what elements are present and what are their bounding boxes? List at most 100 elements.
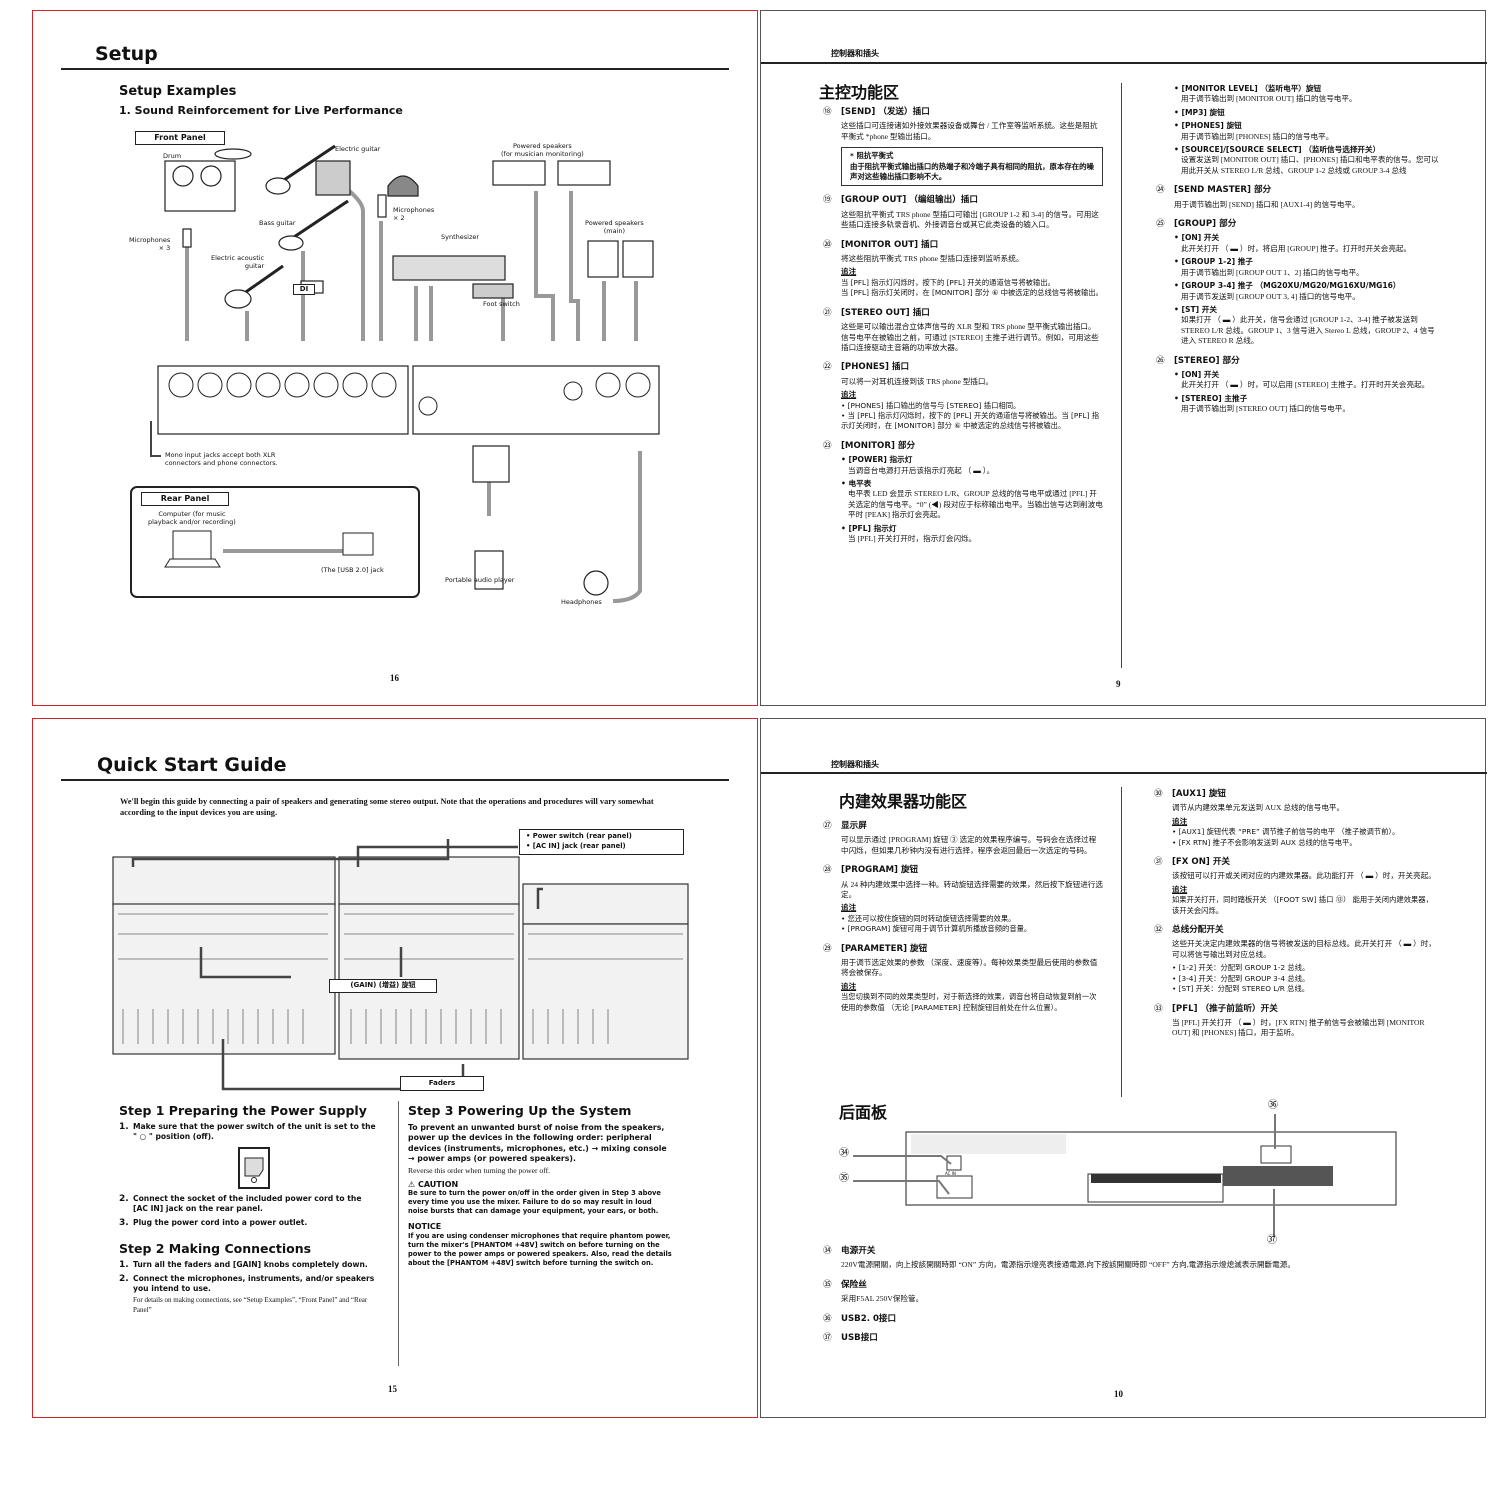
paragraph: 这些开关决定内建效果器的信号将被发送的目标总线。此开关打开 （ ▬ ）时，可以将…	[1172, 939, 1436, 959]
callout-36: ㊱	[1268, 1100, 1278, 1111]
section-number: ㊲	[823, 1333, 832, 1344]
paragraph: 电平表 LED 会显示 STEREO L/R、GROUP 总线的信号电平或通过 …	[848, 489, 1103, 520]
drum-label: Drum	[163, 152, 182, 160]
step1-item: 1.Make sure that the power switch of the…	[119, 1122, 379, 1142]
bullet-heading: [MONITOR LEVEL] （监听电平）旋钮	[1174, 84, 1441, 94]
section-title-text: [STEREO OUT] 插口	[841, 307, 930, 318]
section-title-text: [MONITOR OUT] 插口	[841, 239, 939, 250]
bullet-heading: [GROUP 3-4] 推子 （MG20XU/MG20/MG16XU/MG16）	[1174, 281, 1441, 291]
paragraph: 用于调节输出到 [STEREO OUT] 插口的信号电平。	[1181, 404, 1350, 414]
rear-panel-label: Rear Panel	[141, 492, 229, 506]
power-switch-icon	[238, 1147, 270, 1189]
header-rule	[761, 772, 1487, 774]
note-text: 当 [PFL] 指示灯闪烁时，按下的 [PFL] 开关的通道信号将被输出。	[841, 277, 1055, 287]
usb-jack-label: (The [USB 2.0] jack	[321, 566, 384, 574]
header-rule	[61, 779, 729, 781]
note-box: * 阻抗平衡式由于阻抗平衡式输出插口的热端子和冷端子具有相同的阻抗，原本存在的噪…	[841, 147, 1103, 187]
section-number: ㉔	[1156, 185, 1165, 196]
power-switch-label: • Power switch (rear panel)	[526, 832, 632, 840]
section-title-text: [SEND] （发送）插口	[841, 107, 930, 117]
bullet-heading: [SOURCE]/[SOURCE SELECT] （监听信号选择开关）	[1174, 145, 1441, 155]
paragraph: 从 24 种内建效果中选择一种。转动旋钮选择需要的效果，然后按下旋钮进行选定。	[841, 879, 1103, 900]
section: ⑲[GROUP OUT] （编组输出）插口这些阻抗平衡式 TRS phone 型…	[823, 195, 1103, 230]
section-number: ㉓	[823, 440, 832, 451]
section-title: ⑲[GROUP OUT] （编组输出）插口	[823, 195, 1103, 205]
mono-input-note: Mono input jacks accept both XLR connect…	[165, 451, 278, 467]
column-divider	[1121, 787, 1122, 1097]
section: ㉙[PARAMETER] 旋钮用于调节选定效果的参数 （深度、速度等）。每种效果…	[823, 944, 1103, 1013]
step2-item-text: Connect the microphones, instruments, an…	[133, 1274, 375, 1293]
callout-37: ㊲	[1267, 1235, 1277, 1246]
section-number: ⑲	[823, 195, 832, 206]
section-number: ㉕	[1156, 219, 1165, 230]
section-number: ⑱	[823, 107, 832, 117]
section-title: ㉕ [GROUP] 部分	[1156, 219, 1441, 229]
paragraph: 此开关打开 （ ▬ ）时，将启用 [GROUP] 推子。打开时开关会亮起。	[1181, 243, 1412, 253]
page-title: 主控功能区	[819, 85, 900, 102]
section-body: 220V電源開關，向上按該開關時即 “ON” 方向，電源指示燈亮表接通電源,向下…	[823, 1260, 1423, 1270]
step2-item-text: Turn all the faders and [GAIN] knobs com…	[133, 1260, 368, 1269]
rear-panel-diagram	[853, 1114, 1397, 1237]
note-text: 当 [PFL] 指示灯关闭时，在 [MONITOR] 部分 ⑥ 中被选定的总线信…	[841, 288, 1103, 298]
section-number: ㉒	[823, 362, 832, 373]
section-title-text: [PARAMETER] 旋钮	[841, 943, 928, 954]
note-label: 追注	[841, 267, 857, 277]
note-bullet: [1-2] 开关：分配到 GROUP 1-2 总线。	[1172, 963, 1439, 973]
section-title: ⑱ [SEND] （发送）插口	[823, 107, 1103, 117]
section-number: ㉛	[1154, 857, 1163, 868]
section-title-text: [FX ON] 开关	[1172, 857, 1231, 868]
section-body: 用于调节选定效果的参数 （深度、速度等）。每种效果类型最后使用的参数值将会被保存…	[823, 958, 1103, 1013]
section: ㉘[PROGRAM] 旋钮从 24 种内建效果中选择一种。转动旋钮选择需要的效果…	[823, 865, 1103, 934]
section-title-text: [AUX1] 旋钮	[1172, 789, 1227, 799]
section-number: ㉚	[1154, 789, 1163, 799]
page-16: Setup Setup Examples 1. Sound Reinforcem…	[32, 10, 758, 706]
section-title: ㉝[PFL] （推子前监听）开关	[1154, 1004, 1439, 1014]
notice-title: NOTICE	[408, 1222, 442, 1232]
section: ㉓[MONITOR] 部分[POWER] 指示灯当调音台电源打开后该指示灯亮起 …	[823, 441, 1103, 545]
note-label: 追注	[841, 981, 857, 991]
foot-switch-label: Foot switch	[483, 300, 520, 308]
section-title-text: USB接口	[841, 1333, 878, 1344]
page-header: 控制器和插头	[831, 760, 879, 769]
section-number: ㉑	[823, 307, 832, 318]
note-box-title: * 阻抗平衡式	[850, 151, 894, 161]
portable-player-label: Portable audio player	[445, 576, 515, 584]
section-number: ⑳	[823, 239, 832, 250]
section-title-text: [GROUP] 部分	[1174, 219, 1237, 230]
section-title-text: [PROGRAM] 旋钮	[841, 865, 919, 876]
bullet-heading: [ST] 开关	[1174, 305, 1441, 315]
paragraph: 用于调节输出到 [GROUP OUT 1、2] 插口的信号电平。	[1181, 267, 1364, 277]
step3-reverse: Reverse this order when turning the powe…	[408, 1166, 550, 1176]
paragraph: 如果打开 （ ▬ ）此开关，信号会通过 [GROUP 1-2、3-4] 推子被发…	[1181, 315, 1435, 346]
computer-label: Computer (for music playback and/or reco…	[148, 510, 236, 526]
note-label: 追注	[1172, 884, 1188, 894]
section-title: Setup Examples	[119, 84, 237, 99]
page-header: 控制器和插头	[831, 49, 879, 58]
paragraph: 这些是可以输出混合立体声信号的 XLR 型和 TRS phone 型平衡式输出插…	[841, 322, 1099, 352]
section-number: ㉝	[1154, 1003, 1163, 1014]
section-body: 可以将一对耳机连接到该 TRS phone 型插口。追注[PHONES] 插口输…	[823, 377, 1103, 432]
section-title: ㉙[PARAMETER] 旋钮	[823, 944, 1103, 954]
note-box-text: 由于阻抗平衡式输出插口的热端子和冷端子具有相同的阻抗，原本存在的噪声对这些输出插…	[850, 161, 1094, 182]
section-title-text: 保险丝	[841, 1279, 867, 1290]
paragraph: 用于调节发送到 [GROUP OUT 3, 4] 插口的信号电平。	[1181, 291, 1360, 301]
section-title-text: 显示屏	[841, 821, 867, 831]
paragraph: 此开关打开 （ ▬ ）时，可以启用 [STEREO] 主推子。打开时开关会亮起。	[1181, 380, 1430, 390]
section-title-text: [MONITOR] 部分	[841, 440, 916, 451]
example-title: 1. Sound Reinforcement for Live Performa…	[119, 104, 403, 117]
section-title-text: 电源开关	[841, 1246, 876, 1256]
section-title: ㉓ [MONITOR] 部分	[823, 441, 1103, 451]
step1-item-text: Plug the power cord into a power outlet.	[133, 1218, 308, 1227]
